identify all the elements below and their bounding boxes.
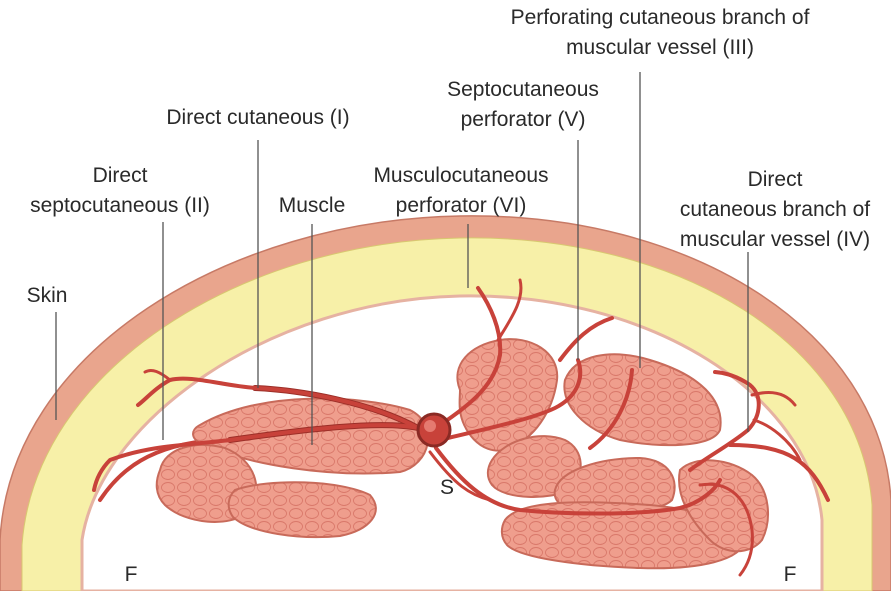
label-muscle: Muscle xyxy=(279,194,346,217)
label-musculocutaneous-line1: Musculocutaneous xyxy=(373,164,548,187)
label-direct-septocutaneous-line1: Direct xyxy=(93,164,148,187)
label-fascia-right: F xyxy=(784,563,797,586)
source-vessel-highlight xyxy=(424,420,436,432)
label-direct-branch-line3: muscular vessel (IV) xyxy=(680,228,870,251)
label-septocutaneous-line2: perforator (V) xyxy=(461,108,586,131)
label-musculocutaneous-line2: perforator (VI) xyxy=(396,194,527,217)
label-source-vessel: S xyxy=(440,476,454,499)
label-direct-branch-line2: cutaneous branch of xyxy=(680,198,870,221)
label-direct-septocutaneous-line2: septocutaneous (II) xyxy=(30,194,210,217)
label-direct-branch-line1: Direct xyxy=(748,168,803,191)
label-fascia-left: F xyxy=(125,563,138,586)
label-direct-cutaneous: Direct cutaneous (I) xyxy=(166,106,349,129)
label-perforating-line2: muscular vessel (III) xyxy=(566,36,754,59)
label-septocutaneous-line1: Septocutaneous xyxy=(447,78,599,101)
label-perforating-line1: Perforating cutaneous branch of xyxy=(511,6,810,29)
label-skin: Skin xyxy=(27,284,68,307)
